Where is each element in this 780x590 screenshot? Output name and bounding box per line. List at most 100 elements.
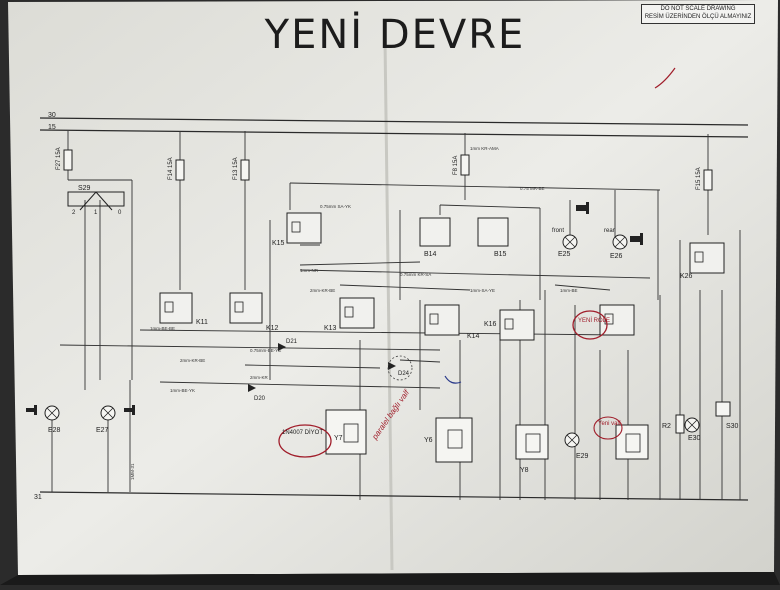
relay-k16 [499,309,535,341]
valve-y7-label: Y7 [334,435,343,442]
relay-k13 [339,297,375,329]
switch-s29-pin0: 0 [118,210,122,216]
fuse-f14 [175,159,185,181]
relay-k11-label: K11 [196,319,208,326]
paper-sheet [8,0,778,575]
wire-label-kr: 2mm-KR [250,375,268,380]
relay-k15-label: K15 [272,240,285,247]
relay-k13-label: K13 [324,325,337,332]
wire-label-nr: 1mm-NR [300,268,319,273]
resistor-r2 [675,414,685,434]
fuse-f14-label: F14 15A [168,157,174,180]
handwritten-mark-blue [444,375,462,384]
relay-k16-label: K16 [484,321,497,328]
diode-d21-label: D21 [286,339,298,345]
fuse-f15 [703,169,713,191]
relay-k26 [689,242,725,274]
relay-note-circle [572,310,608,340]
wire-label-sa: 1mm-SA-YE [470,288,495,293]
fuse-f27 [63,149,73,171]
wire-label-beyk: 1mm-BE-YK [170,388,195,393]
switch-b15-label: B15 [494,251,507,258]
fuse-f8-label: F8 15A [453,156,459,175]
switch-group-b [419,217,509,247]
relay-k15 [286,212,322,244]
diode-note-line1: 1N4007 DİYOT [282,429,323,436]
rail-31-label: 31 [34,494,42,501]
lamp-e27-label: E27 [96,427,109,434]
diode-d20 [248,384,256,392]
switch-s29-label: S29 [78,185,91,192]
lamp-tag-rear: rear [604,228,615,234]
valve-symbols [325,409,649,463]
vehicle-top-icon [576,202,589,214]
switch-s29-pin1: 1 [94,210,98,216]
lamp-e25-label: E25 [558,251,571,258]
diode-note-text: 1N4007 DİYOT [282,429,323,436]
rail-30-label: 30 [48,112,56,119]
fuse-f13 [240,159,250,181]
valve-y8 [515,424,549,460]
diode-d24-highlight [387,355,413,381]
lamp-e26-label: E26 [610,253,623,260]
diode-note-circle [278,424,332,458]
diode-d24-label: D24 [398,371,410,377]
valve-note-circle [593,416,623,440]
diode-d20-label: D20 [254,396,266,402]
wire-label-krbe2: 2mm-KR-BE [180,358,205,363]
wire-label-beye: 0.75mm-BE-YE [250,348,281,353]
relay-k14 [424,304,460,336]
wire-label-bebe: 1mm-BE-BE [150,326,175,331]
wire-label-sayk: 0.75mm SA-YK [320,204,351,209]
resistor-r2-label: R2 [662,423,671,430]
notice-line1: DO NOT SCALE DRAWING [660,6,736,12]
fuse-f13-label: F13 15A [233,157,239,180]
diode-symbols [248,343,396,392]
fuse-symbols [63,149,713,191]
switch-s30 [715,401,731,417]
diode-d24 [388,362,396,370]
lamp-e28-label: E28 [48,427,61,434]
diode-d21 [278,343,286,351]
relay-k14-label: K14 [467,333,480,340]
wire-label-be: 1mm-BE [560,288,578,293]
valve-yeni [615,424,649,460]
relay-k26-label: K26 [680,273,693,280]
switch-b15 [477,217,509,247]
drawing-notice: DO NOT SCALE DRAWING RESİM ÜZERİNDEN ÖLÇ… [641,4,755,24]
fuse-f27-label: F27 15A [56,147,62,170]
lamp-e29-label: E29 [576,453,589,460]
relay-k12-label: K12 [266,325,279,332]
page-title: YENİ DEVRE [264,12,526,58]
switch-s29 [67,191,125,211]
rail-15-label: 15 [48,124,56,131]
fuse-f8 [460,154,470,176]
relay-new-label: YENİ RÖLE [578,317,610,324]
switch-s30-label: S30 [726,423,739,430]
switch-b14-label: B14 [424,251,437,258]
wire-label-krbe: 2mm-KR-BE [310,288,335,293]
fuse-f15-label: F15 15A [696,167,702,190]
vehicle-side-icon [630,233,643,245]
vehicle-front-icon [26,405,37,415]
switch-s29-pin2: 2 [72,210,76,216]
wire-label-31: 1MM-31 [130,463,135,480]
wire-label-kirama: 1mm KR-AMA [470,146,499,151]
power-rails [39,117,749,501]
valve-y7 [325,409,367,455]
switch-b14 [419,217,451,247]
lamp-tag-front: front [552,228,564,234]
wire-label-krsa: 0.75mm KR-SA [400,272,431,277]
vehicle-icons [26,202,643,415]
valve-y8-label: Y8 [520,467,529,474]
paper-fold [383,39,394,571]
wire-label-mrbe: 0.75 MR-BE [520,186,545,191]
valve-y6-label: Y6 [424,437,433,444]
lamp-e30-label: E30 [688,435,701,442]
handwritten-mark [654,67,676,89]
vehicle-rear-icon [124,405,135,415]
relay-boxes [159,212,725,341]
valve-new-label: Yeni valf [598,421,621,427]
